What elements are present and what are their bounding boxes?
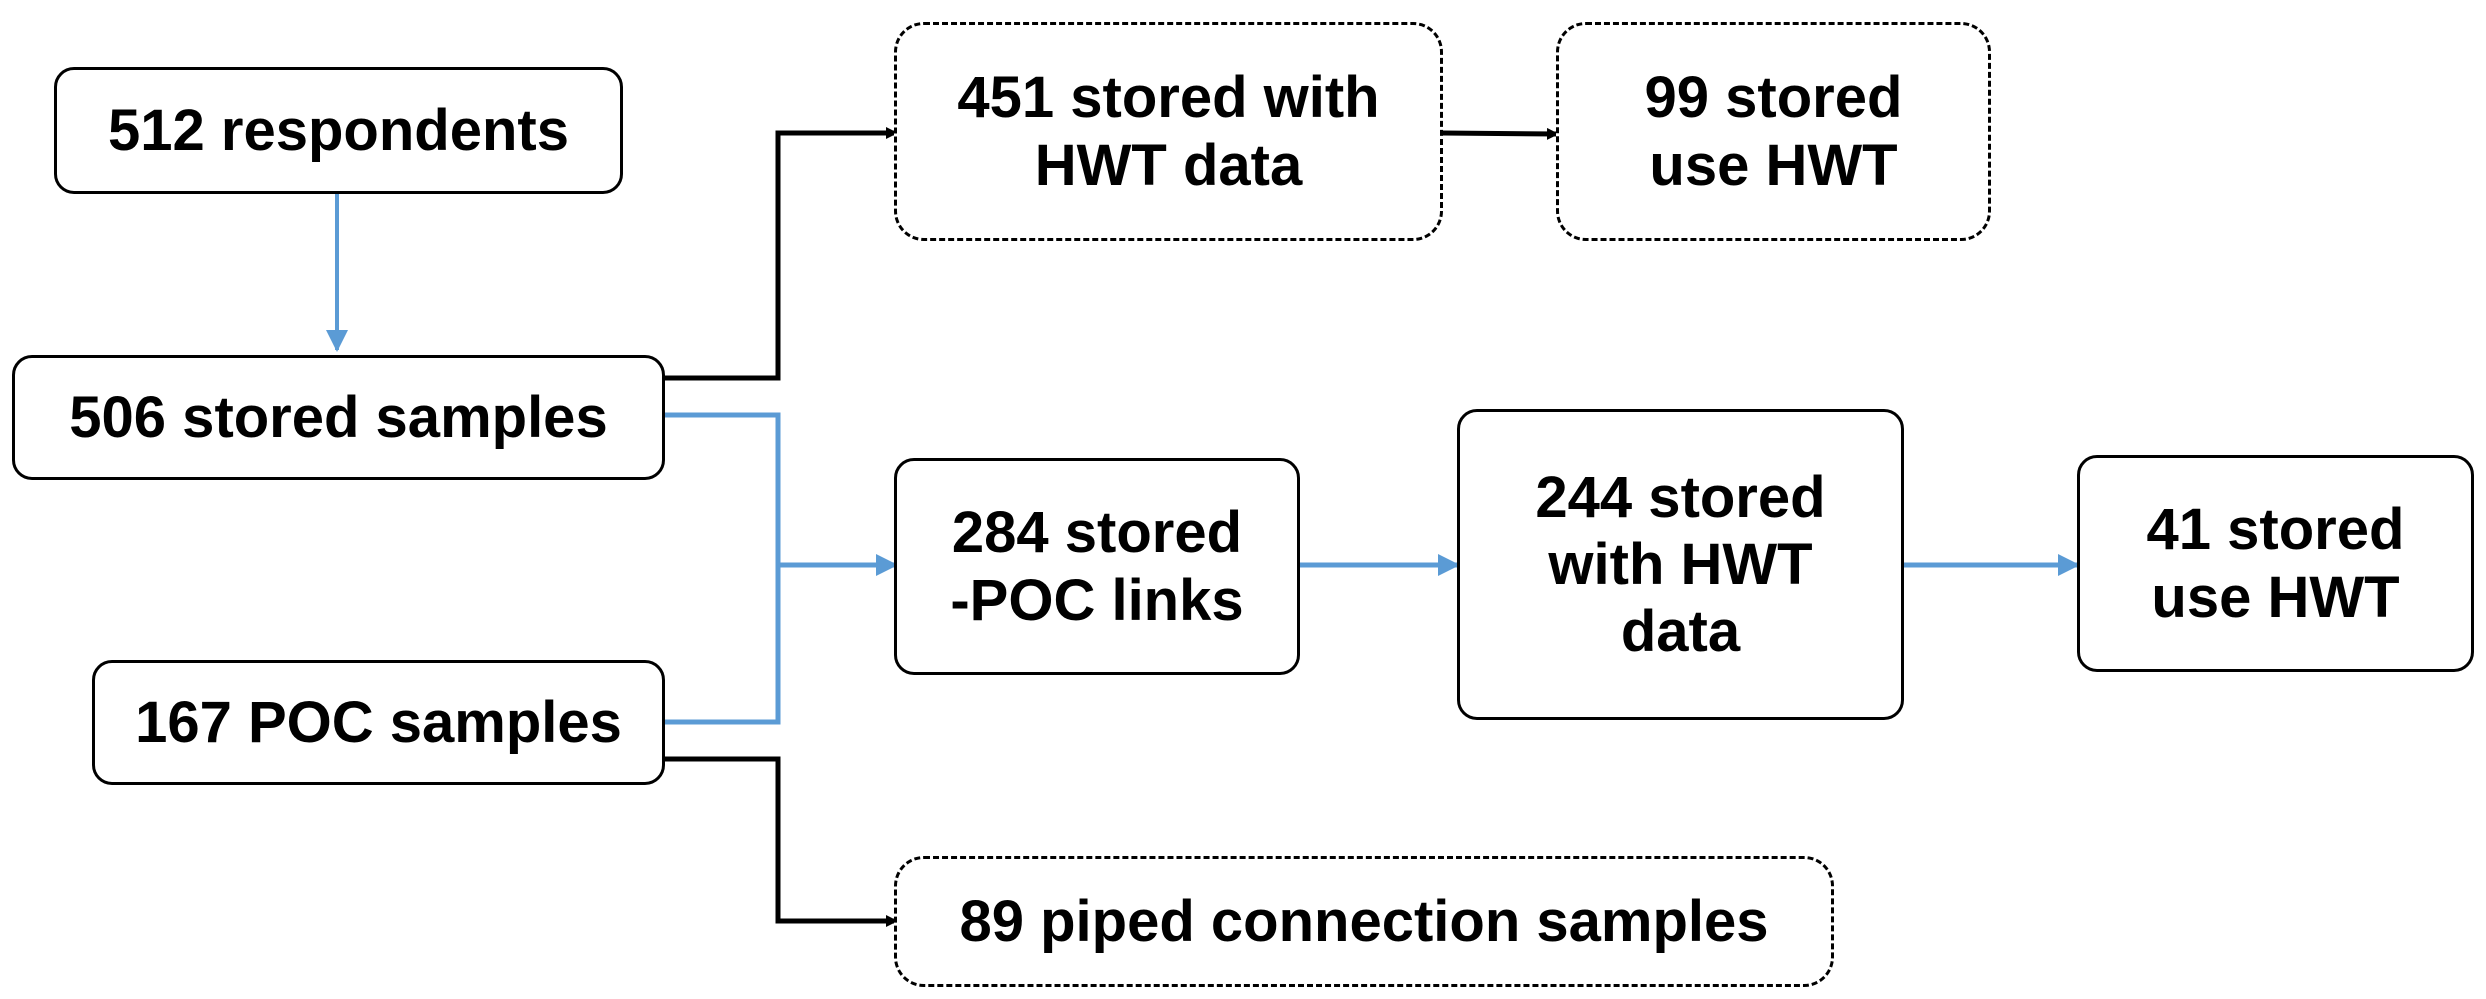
node-label: 451 stored with HWT data [957, 65, 1380, 198]
node-label: 167 POC samples [135, 689, 622, 755]
node-506-stored-samples: 506 stored samples [12, 355, 665, 480]
node-167-poc-samples: 167 POC samples [92, 660, 665, 785]
node-284-stored-poc-links: 284 stored -POC links [894, 458, 1300, 675]
node-label: 89 piped connection samples [959, 888, 1769, 954]
node-244-stored-hwt-data: 244 stored with HWT data [1457, 409, 1904, 720]
node-99-stored-use-hwt: 99 stored use HWT [1556, 22, 1991, 241]
edge-stored-to-hwt-data [664, 127, 898, 381]
node-label: 506 stored samples [69, 384, 608, 450]
edge-poc-to-piped [664, 756, 898, 927]
node-41-stored-use-hwt: 41 stored use HWT [2077, 455, 2474, 672]
node-512-respondents: 512 respondents [54, 67, 623, 194]
node-label: 284 stored -POC links [950, 500, 1244, 633]
node-label: 99 stored use HWT [1644, 65, 1903, 198]
edge-stored-to-merge [664, 412, 781, 725]
node-label: 41 stored use HWT [2146, 497, 2405, 630]
node-451-stored-hwt-data: 451 stored with HWT data [894, 22, 1443, 241]
edge-hwt-data-to-use-hwt [1441, 127, 1559, 140]
node-label: 512 respondents [108, 97, 569, 163]
node-89-piped-connection-samples: 89 piped connection samples [894, 856, 1834, 987]
node-label: 244 stored with HWT data [1535, 464, 1826, 665]
